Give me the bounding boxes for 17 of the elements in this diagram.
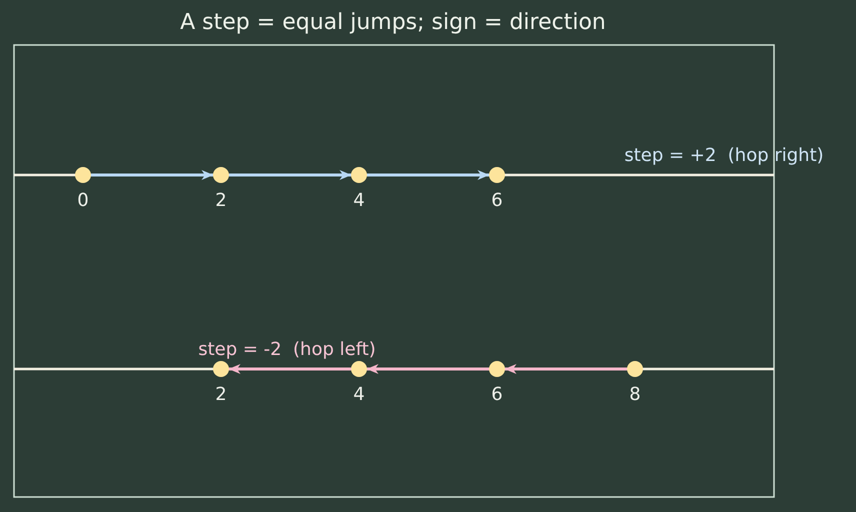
step-note: step = -2 (hop left)	[198, 339, 376, 361]
number-label: 2	[215, 191, 227, 211]
number-label: 2	[215, 385, 227, 405]
arrow	[228, 364, 351, 374]
number-label: 6	[491, 191, 503, 211]
step-note: step = +2 (hop right)	[624, 145, 824, 167]
arrow	[366, 364, 489, 374]
arrow	[504, 364, 627, 374]
number-label: 6	[491, 385, 503, 405]
number-label: 4	[353, 385, 365, 405]
arrow	[91, 170, 214, 180]
arrow	[367, 170, 490, 180]
diagram-title: A step = equal jumps; sign = direction	[180, 9, 606, 37]
number-label: 4	[353, 191, 365, 211]
arrow	[229, 170, 352, 180]
number-label: 0	[77, 191, 89, 211]
number-label: 8	[629, 385, 641, 405]
